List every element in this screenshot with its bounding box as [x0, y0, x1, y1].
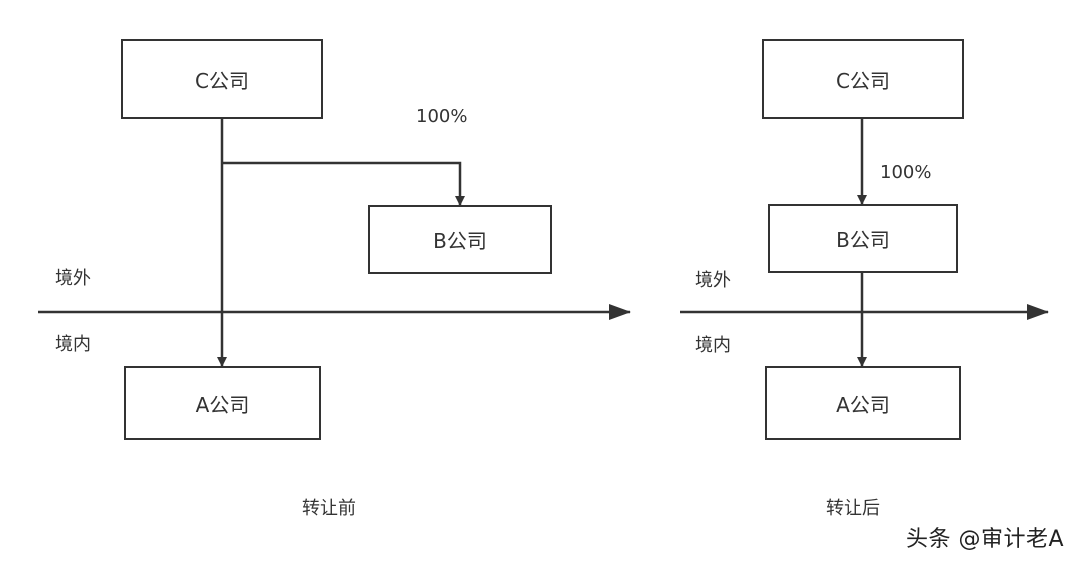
- after-company-c-box: C公司: [762, 39, 964, 119]
- after-overseas-label: 境外: [695, 270, 731, 291]
- watermark-text: 头条 @审计老A: [905, 527, 1064, 552]
- after-company-b-label: B公司: [836, 228, 890, 252]
- before-caption: 转让前: [302, 498, 356, 519]
- before-company-b-label: B公司: [433, 229, 487, 253]
- before-percent-label: 100%: [416, 106, 468, 127]
- after-company-c-label: C公司: [836, 68, 890, 93]
- after-domestic-label: 境内: [695, 335, 731, 356]
- before-c-to-b-arrow: [222, 161, 465, 206]
- after-company-b-box: B公司: [768, 204, 958, 273]
- after-company-a-box: A公司: [765, 366, 961, 440]
- before-company-c-box: C公司: [121, 39, 323, 119]
- after-caption: 转让后: [826, 498, 880, 519]
- before-company-a-box: A公司: [124, 366, 321, 440]
- before-company-b-box: B公司: [368, 205, 552, 274]
- after-percent-label: 100%: [880, 162, 932, 183]
- before-overseas-label: 境外: [55, 268, 91, 289]
- before-company-c-label: C公司: [195, 68, 249, 93]
- after-company-a-label: A公司: [836, 392, 890, 417]
- before-company-a-label: A公司: [195, 392, 250, 417]
- before-domestic-label: 境内: [55, 334, 91, 355]
